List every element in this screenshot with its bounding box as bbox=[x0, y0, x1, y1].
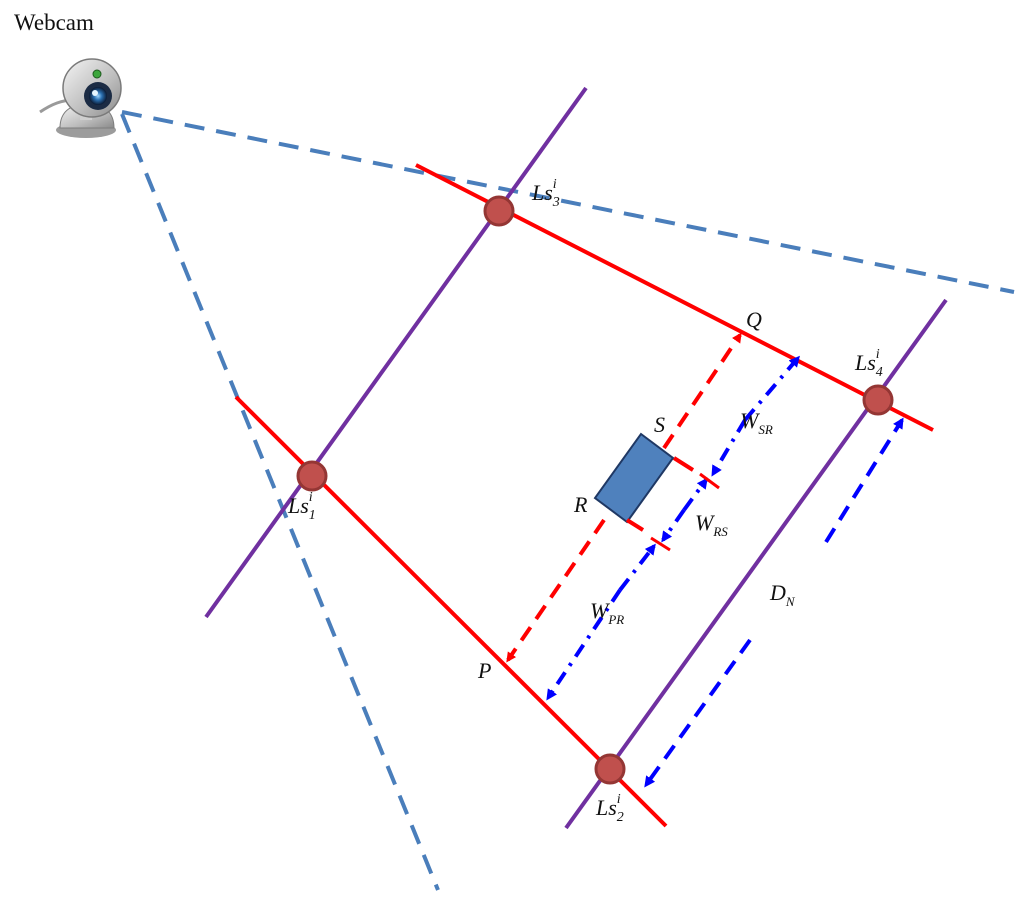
left-vertical-line bbox=[204, 86, 588, 619]
label-w-rs: WRS bbox=[695, 510, 728, 539]
tick-r bbox=[625, 518, 645, 532]
tick-mark-1 bbox=[699, 472, 720, 490]
label-w-pr: WPR bbox=[590, 598, 624, 627]
label-ls2: Ls2i bbox=[595, 792, 624, 825]
label-ls3: Ls3i bbox=[531, 177, 560, 210]
blue-measure-arrows bbox=[546, 355, 800, 701]
node-ls3 bbox=[483, 195, 515, 227]
measure-labels: WSR WRS WPR DN bbox=[590, 408, 796, 627]
arrow-to-p bbox=[506, 518, 606, 663]
object-box bbox=[593, 432, 675, 524]
w-pr-arrow-down bbox=[546, 588, 622, 701]
w-pr-arrow-up bbox=[618, 543, 656, 592]
label-ls1: Ls1i bbox=[287, 490, 316, 523]
measure-ticks bbox=[650, 472, 720, 552]
nodes bbox=[296, 195, 894, 785]
vertical-lines bbox=[204, 86, 948, 830]
label-w-sr: WSR bbox=[740, 408, 773, 437]
d-n-arrow-down bbox=[644, 638, 752, 788]
label-q: Q bbox=[746, 307, 762, 332]
label-d-n: DN bbox=[769, 580, 796, 609]
w-rs-arrow-down bbox=[661, 508, 686, 543]
red-dashed-arrows bbox=[506, 332, 742, 663]
webcam-title: Webcam bbox=[14, 10, 94, 35]
arrow-to-q bbox=[662, 332, 742, 450]
field-of-view bbox=[120, 110, 1015, 891]
node-ls4 bbox=[862, 384, 894, 416]
point-labels: Ls1i Ls2i Ls3i Ls4i P Q R S bbox=[287, 177, 883, 825]
webcam-icon bbox=[39, 58, 122, 138]
w-sr-arrow-down bbox=[711, 418, 747, 477]
object-rs bbox=[593, 432, 695, 532]
dn-measure-arrows bbox=[644, 417, 904, 788]
label-s: S bbox=[654, 412, 665, 437]
tick-mark-2 bbox=[650, 536, 671, 552]
w-sr-arrow-up bbox=[743, 355, 800, 422]
label-p: P bbox=[477, 658, 491, 683]
w-rs-arrow-up bbox=[682, 477, 708, 512]
label-r: R bbox=[573, 492, 588, 517]
right-vertical-line bbox=[564, 298, 948, 830]
d-n-arrow-up bbox=[824, 417, 904, 544]
tick-s bbox=[672, 456, 695, 472]
fov-lower-line bbox=[120, 113, 440, 891]
node-ls2 bbox=[594, 753, 626, 785]
label-ls4: Ls4i bbox=[854, 347, 883, 380]
fov-upper-line bbox=[121, 110, 1015, 294]
node-ls1 bbox=[296, 460, 328, 492]
